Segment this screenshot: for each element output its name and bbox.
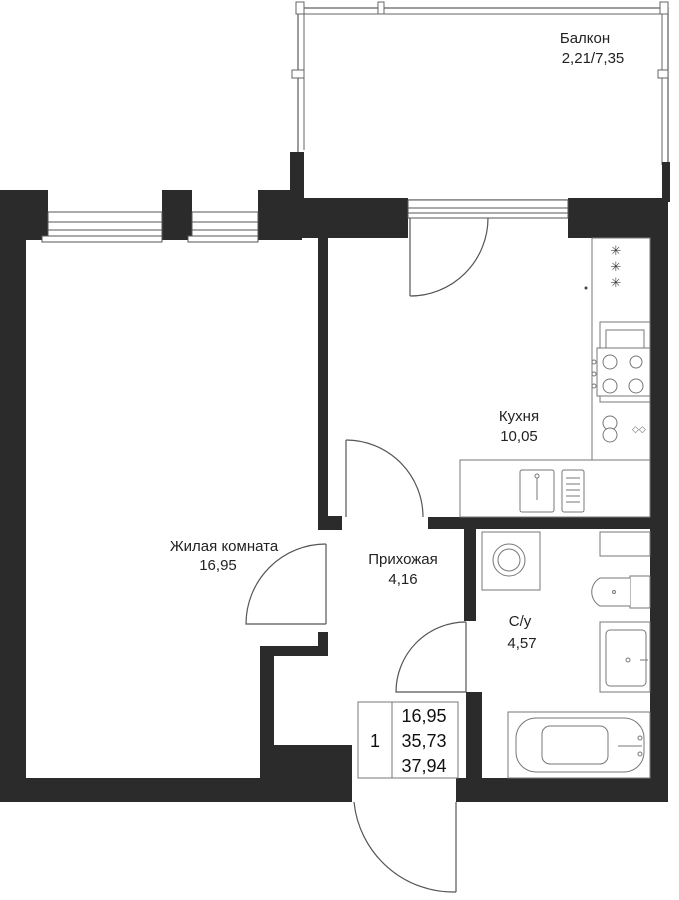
summary-total-with-balcony: 37,94: [401, 756, 446, 776]
window-kitchen: [407, 199, 569, 219]
kitchen-area-label: 10,05: [500, 428, 538, 445]
summary-rooms-count: 1: [370, 731, 380, 751]
svg-text:◇◇: ◇◇: [632, 425, 646, 435]
room-labels: Балкон 2,21/7,35 Кухня 10,05 Жилая комна…: [170, 30, 624, 652]
svg-text:✳: ✳: [611, 276, 622, 291]
washing-machine-icon: [481, 531, 541, 591]
wall-storage: [260, 646, 352, 802]
window-living-2: [187, 211, 259, 243]
cabinet-icon: [599, 531, 651, 557]
balcony-name: Балкон: [560, 30, 610, 47]
wall-bottom-right: [456, 778, 668, 802]
bathroom-fixtures: [481, 531, 651, 779]
bathroom-area-label: 4,57: [507, 635, 536, 652]
hall-name: Прихожая: [368, 551, 438, 568]
window-living-1: [41, 211, 163, 243]
walls: [0, 152, 670, 802]
living-name: Жилая комната: [170, 538, 279, 555]
kitchen-fixtures: ✳ ✳ ✳ ◇◇: [459, 237, 651, 518]
washbasin-icon: [599, 621, 651, 693]
wall-left: [0, 190, 26, 802]
hall-area-label: 4,16: [388, 571, 417, 588]
door-bathroom: [395, 621, 467, 693]
kitchen-name: Кухня: [499, 408, 539, 425]
living-area-label: 16,95: [199, 557, 237, 574]
door-living: [245, 543, 327, 625]
stove-icon: [591, 347, 651, 397]
bathroom-name: С/у: [509, 613, 532, 630]
wall-kitchen-bath: [428, 517, 650, 529]
balcony-area: [291, 1, 669, 201]
windows: [41, 199, 569, 243]
area-summary: 1 16,95 35,73 37,94: [357, 701, 459, 779]
balcony-outline: [297, 7, 669, 201]
bathtub-icon: [507, 711, 651, 779]
door-balcony: [409, 217, 489, 297]
counter-bottom: [459, 459, 651, 518]
wall-hall-bath: [464, 529, 476, 621]
summary-living-area: 16,95: [401, 706, 446, 726]
dishwasher-icon: ◇◇: [602, 415, 646, 443]
hood-icon: ✳ ✳ ✳: [584, 244, 622, 291]
balcony-area-label: 2,21/7,35: [562, 50, 625, 67]
wall-living-kitchen: [318, 236, 328, 516]
door-kitchen: [345, 439, 424, 518]
wall-top-left: [0, 190, 48, 240]
svg-text:✳: ✳: [611, 260, 622, 275]
svg-text:✳: ✳: [611, 244, 622, 259]
wall-right: [650, 198, 668, 802]
toilet-icon: [591, 575, 651, 609]
summary-total-area: 35,73: [401, 731, 446, 751]
door-entrance: [353, 801, 457, 893]
doors: [245, 217, 489, 893]
sink-icon: [519, 469, 585, 513]
